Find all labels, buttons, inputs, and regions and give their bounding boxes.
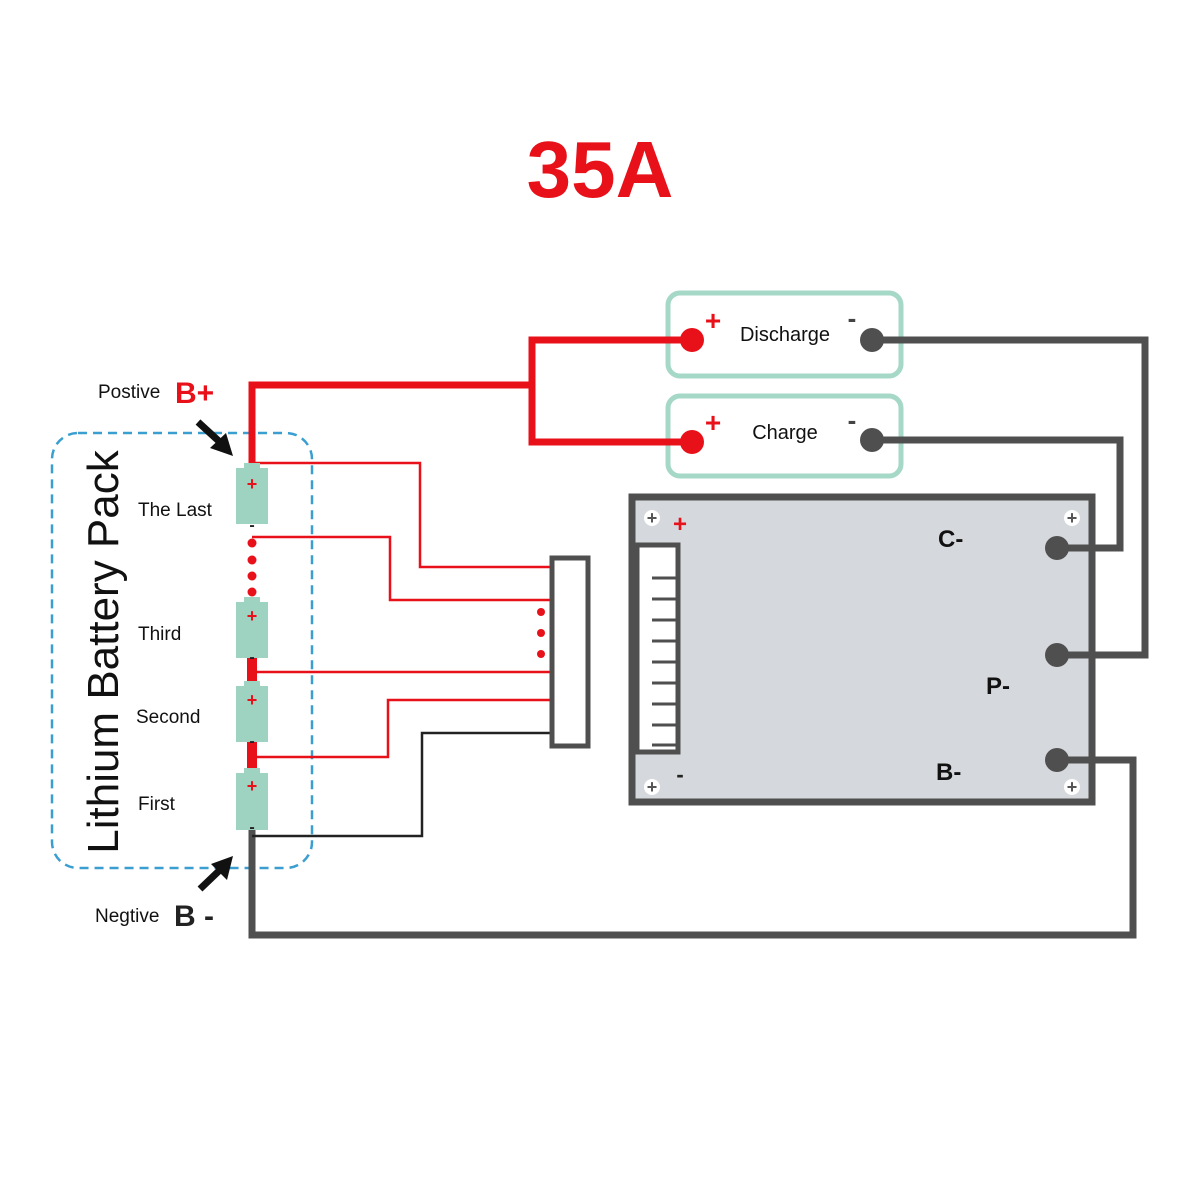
ellipsis-dots [247, 538, 545, 658]
charge-positive-terminal [680, 430, 704, 454]
screw-icon: + [647, 508, 658, 528]
terminal-label-b-minus: B- [936, 759, 961, 786]
discharge-negative-terminal [860, 328, 884, 352]
negative-wires [248, 336, 1149, 939]
bms-plus-label: + [673, 511, 687, 538]
discharge-positive-terminal [680, 328, 704, 352]
svg-text:-: - [249, 517, 254, 534]
screw-icon [1064, 510, 1080, 526]
arrow-icon [195, 419, 233, 456]
bms-board [628, 493, 1096, 806]
cells: + - + - + - + - [236, 463, 268, 836]
terminal-label-c-minus: C- [938, 526, 963, 553]
svg-text:+: + [247, 776, 258, 796]
screw-icon [1064, 779, 1080, 795]
charge-negative-wire [872, 436, 1124, 552]
screw-icon [644, 779, 660, 795]
bms-connector-pins [652, 576, 676, 747]
discharge-plus-label: + [705, 305, 721, 336]
cell-second: + - [236, 681, 268, 750]
svg-text:+: + [247, 606, 258, 626]
balance-wires [252, 461, 553, 838]
cell-label-the-last: The Last [138, 500, 213, 521]
negative-terminal-label: B - [174, 900, 214, 933]
discharge-label: Discharge [740, 324, 830, 346]
svg-text:-: - [249, 649, 254, 666]
bms-balance-connector [634, 542, 681, 755]
charge-negative-terminal [860, 428, 884, 452]
terminal-label-p-minus: P- [986, 673, 1010, 700]
positive-terminal-label: B+ [175, 377, 214, 410]
screw-icon: + [1067, 508, 1078, 528]
discharge-box [665, 290, 904, 379]
discharge-negative-wire [872, 336, 1149, 659]
svg-text:-: - [249, 819, 254, 836]
svg-text:+: + [247, 690, 258, 710]
charge-label: Charge [752, 422, 818, 444]
screw-icon [644, 510, 660, 526]
charge-minus-label: - [848, 405, 857, 435]
balance-plug [549, 555, 591, 749]
battery-negative-wire [248, 756, 1137, 939]
charge-box [665, 393, 904, 479]
svg-text:-: - [249, 733, 254, 750]
positive-label: Postive [98, 382, 160, 403]
bms-minus-label: - [676, 762, 683, 787]
cell-label-second: Second [136, 707, 200, 728]
svg-text:+: + [247, 474, 258, 494]
cell-the-last: + - [236, 463, 268, 534]
cell-label-third: Third [138, 624, 181, 645]
battery-pack-label: Lithium Battery Pack [79, 449, 128, 853]
cell-third: + - [236, 597, 268, 666]
cell-label-first: First [138, 794, 176, 815]
cell-first: + - [236, 768, 268, 836]
b-minus-terminal [1045, 748, 1069, 772]
discharge-minus-label: - [848, 303, 857, 333]
positive-wire-discharge [248, 336, 692, 468]
negative-label: Negtive [95, 906, 159, 927]
cell-links [247, 658, 257, 773]
screw-icon: + [1067, 777, 1078, 797]
charge-plus-label: + [705, 407, 721, 438]
c-minus-terminal [1045, 536, 1069, 560]
positive-wire-charge [528, 385, 692, 446]
screw-icon: + [647, 777, 658, 797]
battery-pack-outline [50, 431, 314, 870]
p-minus-terminal [1045, 643, 1069, 667]
diagram-title: 35A [527, 125, 674, 214]
arrow-icon [197, 856, 233, 892]
